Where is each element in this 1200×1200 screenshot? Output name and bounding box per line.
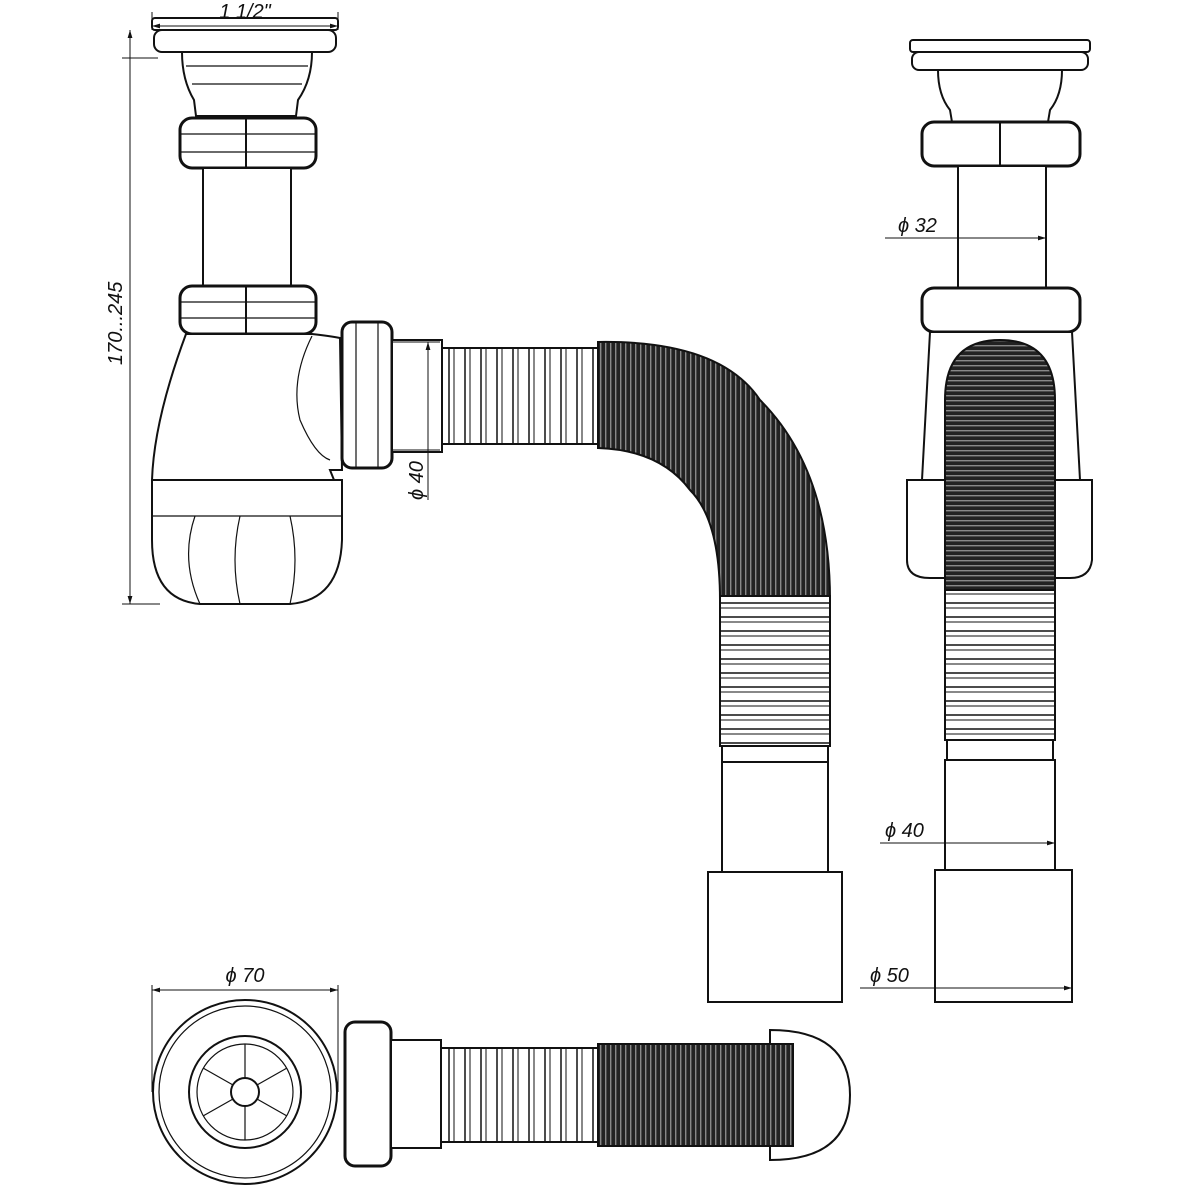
outlet-diameter-label: ϕ 40 [406,461,428,500]
front-view [150,17,843,1003]
lower-nut [178,284,318,336]
pipe-diameter-label: ϕ 32 [898,215,937,237]
dimension-outlet-pipe-diameter: ϕ 40 [880,820,1055,846]
outlet-tube [721,761,829,873]
outlet-pipe [391,339,443,453]
dimension-bowl-diameter: ϕ 70 [151,965,339,1092]
top-dark-corrugated-hose [597,1043,794,1147]
dimension-pipe-diameter: ϕ 32 [885,215,1046,241]
top-view [152,999,852,1185]
dark-corrugated-bend [597,340,832,601]
vertical-pipe [202,167,292,287]
outlet-pipe-diameter-label: ϕ 40 [885,820,924,842]
side-outlet-tube [944,759,1056,871]
light-corrugated-hose [441,347,603,445]
bowl-diameter-label: ϕ 70 [226,965,265,987]
side-vertical-pipe [957,165,1047,289]
dimension-outlet-end-diameter: ϕ 50 [860,965,1072,991]
side-lower-nut [920,286,1082,334]
dimension-outlet-diameter: ϕ 40 [392,341,440,500]
dimension-height: 170...245 [105,30,160,605]
strainer-flange [153,29,337,53]
dimension-top-width: 1 1/2" [151,1,339,30]
side-outlet-end [934,869,1073,1003]
bottle-body [150,333,344,481]
side-dark-corrugated-hose [944,338,1056,591]
bottle-cup [151,479,343,605]
outlet-end-diameter-label: ϕ 50 [870,965,909,987]
vertical-corrugated-hose [719,595,831,747]
outlet-end [707,871,843,1003]
outlet-nut [340,320,394,470]
side-view [906,39,1093,1003]
top-width-label: 1 1/2" [219,1,271,23]
hose-collar [721,745,829,763]
upper-nut [178,116,318,170]
height-label: 170...245 [105,281,127,365]
